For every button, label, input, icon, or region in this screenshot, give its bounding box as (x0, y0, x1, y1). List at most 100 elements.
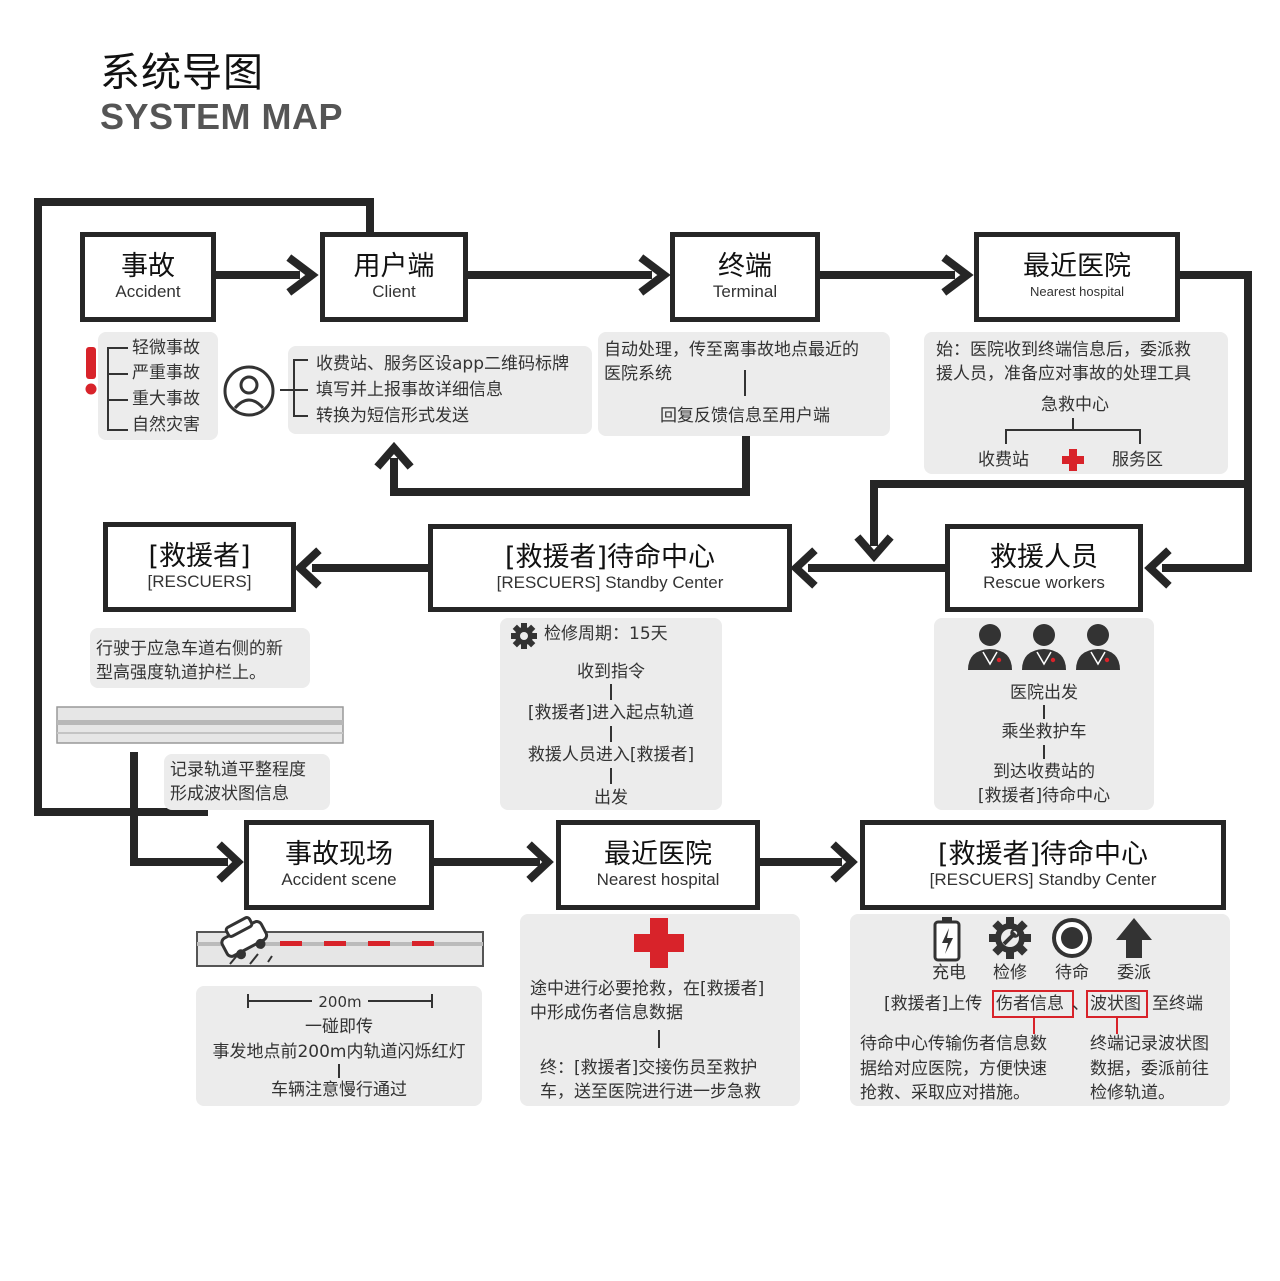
accident-types-panel (98, 332, 218, 440)
node-nearest-hospital-top[interactable]: 最近医院 Nearest hospital (974, 232, 1180, 322)
medic-icon (1076, 624, 1120, 670)
gear-icon (511, 623, 537, 649)
standby2-panel (850, 914, 1230, 1106)
arrowhead (286, 254, 319, 296)
node-label-en: Terminal (712, 282, 778, 301)
icon-label: 检修 (993, 963, 1027, 983)
scene-text: 事发地点前200m内轨道闪烁红灯 (212, 1042, 466, 1062)
node-label-cn: 用户端 (353, 251, 435, 282)
standby2-left-text: 抢救、采取应对措施。 (860, 1083, 1030, 1103)
standby-step: 救援人员进入[救援者] (527, 745, 695, 765)
terminal-text: 医院系统 (604, 364, 672, 384)
tree-connector (1005, 418, 1141, 444)
red-cross-icon (1062, 449, 1084, 471)
node-label-cn: 事故 (121, 251, 175, 282)
node-label-cn: 最近医院 (604, 839, 712, 870)
node-label-en: Nearest hospital (596, 870, 720, 889)
arrowhead (638, 254, 671, 296)
red-connector (1116, 1018, 1118, 1034)
highlight-box (1086, 990, 1148, 1018)
scene-text: 一碰即传 (305, 1017, 373, 1037)
standby-step: 出发 (594, 788, 628, 808)
hospital-text: 始：医院收到终端信息后，委派救 (936, 340, 1191, 360)
divider (338, 1064, 340, 1078)
node-label-cn: 事故现场 (285, 839, 393, 870)
standby-icon (1052, 918, 1092, 958)
battery-icon (933, 917, 961, 962)
red-cross-icon (634, 918, 684, 968)
accident-type-item: 自然灾害 (132, 415, 200, 435)
upload-suffix: 至终端 (1152, 994, 1203, 1014)
workers-step: [救援者]待命中心 (977, 786, 1111, 806)
node-label-cn: [救援者]待命中心 (504, 542, 716, 573)
medic-icon (1022, 624, 1066, 670)
divider (1043, 705, 1045, 719)
upload-separator: 、 (1072, 994, 1089, 1014)
standby-step: [救援者]进入起点轨道 (527, 703, 695, 723)
divider (610, 726, 612, 742)
divider (610, 684, 612, 700)
hospital-right: 服务区 (1112, 450, 1163, 470)
icon-label: 委派 (1117, 963, 1151, 983)
standby2-right-text: 数据，委派前往 (1090, 1059, 1209, 1079)
terminal-reply: 回复反馈信息至用户端 (660, 406, 830, 426)
node-label-cn: [救援者] (148, 541, 251, 572)
hospital-center: 急救中心 (1041, 395, 1109, 415)
node-label-en: [RESCUERS] Standby Center (929, 870, 1157, 889)
standby2-right-text: 终端记录波状图 (1090, 1034, 1209, 1054)
arrowhead (941, 254, 974, 296)
workers-step: 乘坐救护车 (1001, 722, 1087, 742)
node-nearest-hospital-bottom[interactable]: 最近医院 Nearest hospital (556, 820, 760, 910)
arrowhead (1144, 547, 1172, 589)
node-terminal[interactable]: 终端 Terminal (670, 232, 820, 322)
rescuers-panel (90, 628, 310, 688)
medic-icon (968, 624, 1012, 670)
distance-label: 200m (318, 993, 362, 1011)
exclamation-icon (85, 347, 97, 395)
node-label-cn: 终端 (718, 251, 772, 282)
hospital2-text: 车，送至医院进行进一步急救 (540, 1082, 761, 1102)
node-label-cn: 救援人员 (990, 542, 1098, 573)
arrowhead (216, 841, 244, 883)
arrowhead (790, 547, 818, 589)
track-panel (164, 754, 330, 810)
hospital-to-standby (870, 480, 1248, 546)
medical-staff-icons (968, 624, 1120, 670)
hospital2-text: 中形成伤者信息数据 (530, 1003, 683, 1023)
node-client[interactable]: 用户端 Client (320, 232, 468, 322)
node-standby-center-mid[interactable]: [救援者]待命中心 [RESCUERS] Standby Center (428, 524, 792, 612)
accident-type-item: 严重事故 (132, 363, 200, 383)
rescuers-text: 型高强度轨道护栏上。 (96, 663, 266, 683)
track-text: 形成波状图信息 (170, 784, 289, 804)
node-label-en: Accident scene (281, 870, 397, 889)
loop-connector (34, 198, 374, 816)
node-accident-scene[interactable]: 事故现场 Accident scene (244, 820, 434, 910)
crash-rail-image (196, 916, 484, 967)
hospital-left: 收费站 (978, 450, 1029, 470)
node-accident[interactable]: 事故 Accident (80, 232, 216, 322)
arrow-up-icon (1116, 918, 1152, 958)
accident-type-item: 重大事故 (132, 389, 200, 409)
page-subtitle: SYSTEM MAP (100, 96, 344, 137)
icon-label: 待命 (1055, 963, 1089, 983)
node-standby-center-bottom[interactable]: [救援者]待命中心 [RESCUERS] Standby Center (860, 820, 1226, 910)
standby-step: 收到指令 (577, 662, 645, 682)
standby2-left-text: 据给对应医院，方便快速 (860, 1059, 1047, 1079)
divider (744, 370, 746, 396)
bracket-icon (107, 347, 128, 431)
arrowhead (854, 534, 894, 563)
overturned-car-icon (220, 916, 269, 960)
node-rescuers[interactable]: [救援者] [RESCUERS] (103, 522, 296, 612)
rescuers-text: 行驶于应急车道右侧的新 (96, 639, 283, 659)
node-label-en: [RESCUERS] Standby Center (496, 573, 724, 592)
workers-step: 到达收费站的 (993, 762, 1095, 782)
scene-panel (196, 986, 482, 1106)
hospital-to-workers (1162, 271, 1252, 572)
guardrail-image (56, 706, 344, 744)
page-title: 系统导图 (100, 50, 264, 96)
accident-type-item: 轻微事故 (132, 338, 200, 358)
node-rescue-workers[interactable]: 救援人员 Rescue workers (945, 524, 1143, 612)
divider (1043, 745, 1045, 759)
hospital-text: 援人员，准备应对事故的处理工具 (936, 364, 1191, 384)
